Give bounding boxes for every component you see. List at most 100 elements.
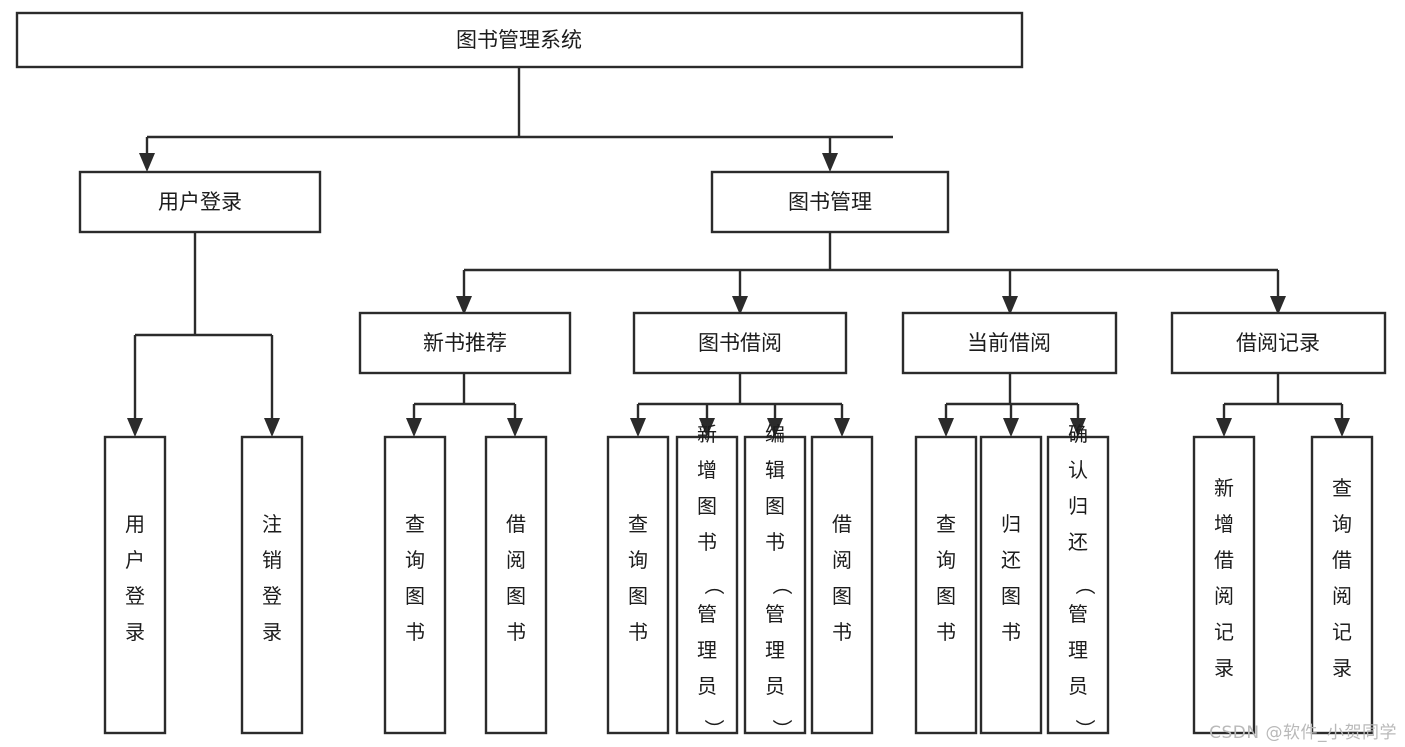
svg-text:借: 借: [506, 512, 526, 536]
svg-text:图: 图: [936, 584, 956, 608]
node-book-borrow-box[interactable]: [632, 311, 848, 375]
svg-text:理: 理: [765, 638, 785, 662]
node-current-borrow-box[interactable]: [901, 311, 1118, 375]
svg-text:图: 图: [765, 494, 785, 518]
node-user-login[interactable]: 用户登录: [78, 170, 322, 234]
leaf-user-login-login[interactable]: [103, 435, 167, 735]
leaf-borrow-add-book[interactable]: [675, 435, 739, 735]
svg-text:理: 理: [1068, 638, 1088, 662]
node-book-management-box[interactable]: [710, 170, 950, 234]
leaf-borrow-borrow-book[interactable]: [810, 435, 874, 735]
leaf-current-return-box[interactable]: [979, 435, 1043, 735]
svg-text:新: 新: [1214, 476, 1234, 500]
watermark: CSDN @软件_小贺同学: [1209, 723, 1397, 743]
leaf-current-query[interactable]: [914, 435, 978, 735]
svg-text:记: 记: [1214, 620, 1234, 644]
svg-text:书: 书: [832, 620, 852, 644]
leaf-newbook-borrow[interactable]: [484, 435, 548, 735]
arrow-record-leaf-2: [1334, 418, 1350, 437]
leaf-current-confirm-return-box[interactable]: [1046, 435, 1110, 735]
leaf-current-confirm-return[interactable]: [1046, 435, 1110, 735]
leaf-borrow-query-box[interactable]: [606, 435, 670, 735]
leaf-user-login-logout-box[interactable]: [240, 435, 304, 735]
node-new-book-recommend-label: 新书推荐: [423, 331, 507, 355]
node-book-borrow[interactable]: 图书借阅: [632, 311, 848, 375]
leaf-record-query[interactable]: [1310, 435, 1374, 735]
svg-text:图: 图: [506, 584, 526, 608]
svg-text:借: 借: [1332, 548, 1352, 572]
leaf-borrow-borrow-book-box[interactable]: [810, 435, 874, 735]
node-user-login-box[interactable]: [78, 170, 322, 234]
arrow-userlogin-leaf-1: [127, 418, 143, 437]
svg-text:认: 认: [1068, 458, 1088, 482]
leaf-borrow-edit-book[interactable]: [743, 435, 807, 735]
leaf-record-query-box[interactable]: [1310, 435, 1374, 735]
arrow-record-leaf-1: [1216, 418, 1232, 437]
arrow-root-to-book-manage: [822, 153, 838, 172]
leaf-user-login-logout[interactable]: [240, 435, 304, 735]
connector-layer: [127, 67, 1350, 437]
svg-text:员: 员: [1068, 674, 1088, 698]
node-root-box[interactable]: [15, 11, 1024, 69]
leaf-borrow-add-book-box[interactable]: [675, 435, 739, 735]
svg-text:注: 注: [262, 512, 282, 536]
leaf-current-return[interactable]: [979, 435, 1043, 735]
node-new-book-recommend[interactable]: 新书推荐: [358, 311, 572, 375]
svg-text:阅: 阅: [506, 548, 526, 572]
node-book-management[interactable]: 图书管理: [710, 170, 950, 234]
leaf-borrow-edit-book-box[interactable]: [743, 435, 807, 735]
svg-text:查: 查: [628, 512, 648, 536]
svg-text:图: 图: [697, 494, 717, 518]
node-current-borrow-label: 当前借阅: [967, 331, 1051, 355]
leaf-user-login-login-box[interactable]: [103, 435, 167, 735]
svg-text:书: 书: [697, 530, 717, 554]
leaf-newbook-query[interactable]: [383, 435, 447, 735]
node-borrow-record[interactable]: 借阅记录: [1170, 311, 1387, 375]
svg-text:阅: 阅: [1332, 584, 1352, 608]
svg-text:录: 录: [1332, 656, 1352, 680]
node-current-borrow[interactable]: 当前借阅: [901, 311, 1118, 375]
svg-text:图: 图: [405, 584, 425, 608]
svg-text:用: 用: [125, 512, 145, 536]
leaf-record-add-box[interactable]: [1192, 435, 1256, 735]
svg-text:还: 还: [1068, 530, 1088, 554]
svg-text:图: 图: [628, 584, 648, 608]
svg-text:归: 归: [1001, 512, 1021, 536]
node-borrow-record-box[interactable]: [1170, 311, 1387, 375]
node-root-label: 图书管理系统: [456, 28, 582, 52]
svg-text:）: ）: [770, 719, 794, 739]
svg-text:书: 书: [405, 620, 425, 644]
svg-text:借: 借: [832, 512, 852, 536]
leaf-user-login-login-label: 用户登录: [125, 512, 145, 644]
leaf-newbook-borrow-box[interactable]: [484, 435, 548, 735]
svg-text:登: 登: [262, 584, 282, 608]
arrow-newbook-leaf-1: [406, 418, 422, 437]
leaf-record-add[interactable]: [1192, 435, 1256, 735]
svg-text:书: 书: [628, 620, 648, 644]
arrow-current-leaf-1: [938, 418, 954, 437]
svg-text:管: 管: [765, 602, 785, 626]
svg-text:阅: 阅: [832, 548, 852, 572]
svg-text:（: （: [1073, 575, 1097, 595]
svg-text:询: 询: [405, 548, 425, 572]
svg-text:询: 询: [1332, 512, 1352, 536]
leaf-current-query-box[interactable]: [914, 435, 978, 735]
node-new-book-recommend-box[interactable]: [358, 311, 572, 375]
arrow-userlogin-leaf-2: [264, 418, 280, 437]
arrow-newbook-leaf-2: [507, 418, 523, 437]
arrow-borrow-leaf-1: [630, 418, 646, 437]
node-root-book-management-system[interactable]: 图书管理系统: [15, 11, 1024, 69]
svg-text:理: 理: [697, 638, 717, 662]
svg-text:录: 录: [1214, 656, 1234, 680]
leaf-borrow-query[interactable]: [606, 435, 670, 735]
svg-text:管: 管: [697, 602, 717, 626]
leaf-newbook-query-box[interactable]: [383, 435, 447, 735]
